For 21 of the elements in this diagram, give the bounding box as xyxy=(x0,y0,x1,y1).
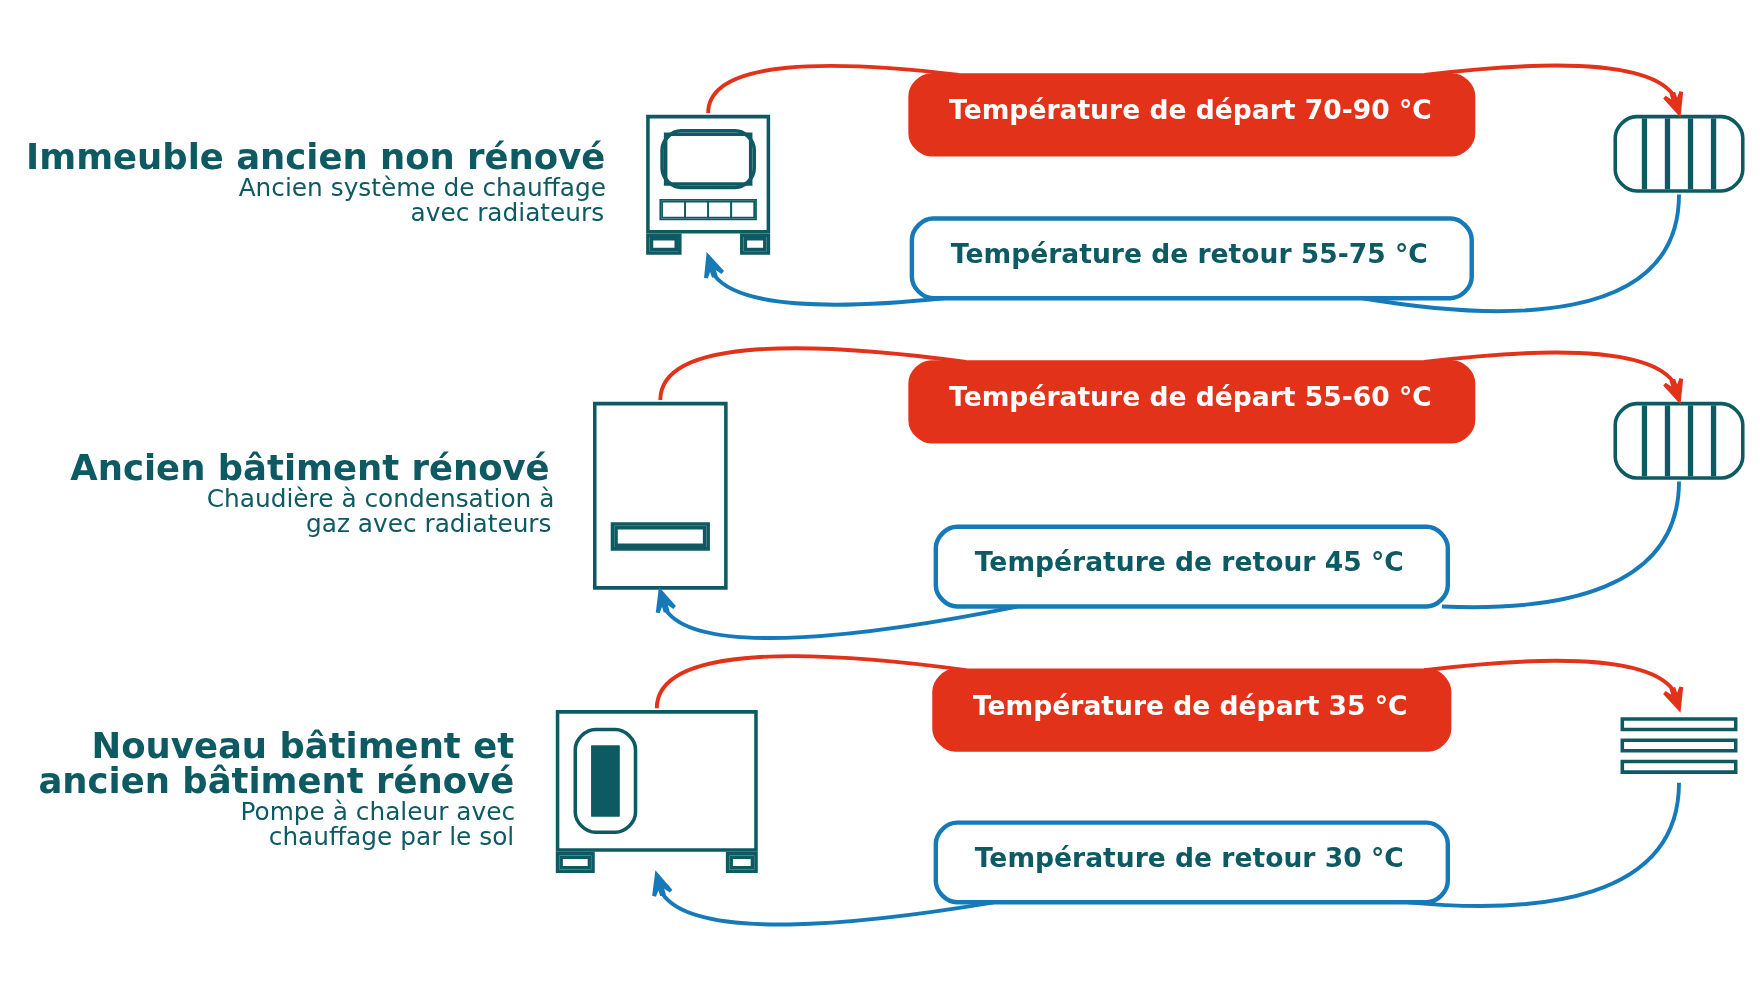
node-box: Température de retour 30 °C xyxy=(933,820,1451,905)
arrow xyxy=(1424,658,1684,711)
node-box: Température de départ 70-90 °C xyxy=(908,73,1476,157)
connector xyxy=(654,654,967,709)
node-box: Température de départ 35 °C xyxy=(932,668,1452,752)
connector xyxy=(706,64,960,114)
node-box: Température de départ 55-60 °C xyxy=(908,360,1476,444)
node-label: Ancien système de chauffage avec radiateurs xyxy=(238,172,606,227)
connector xyxy=(658,346,967,401)
arrow xyxy=(652,872,995,927)
node-label: Chaudière à condensation à gaz avec radiateurs xyxy=(206,483,555,538)
arrow xyxy=(1424,63,1684,115)
connector xyxy=(1407,782,1681,908)
connector xyxy=(1441,481,1681,610)
node-box: Température de retour 55-75 °C xyxy=(909,216,1474,301)
arrow xyxy=(1424,350,1684,402)
node-box: Température de retour 45 °C xyxy=(933,524,1451,609)
node-picture xyxy=(593,401,728,590)
arrow xyxy=(655,589,1018,640)
connector xyxy=(1362,194,1681,313)
arrow xyxy=(704,254,944,307)
